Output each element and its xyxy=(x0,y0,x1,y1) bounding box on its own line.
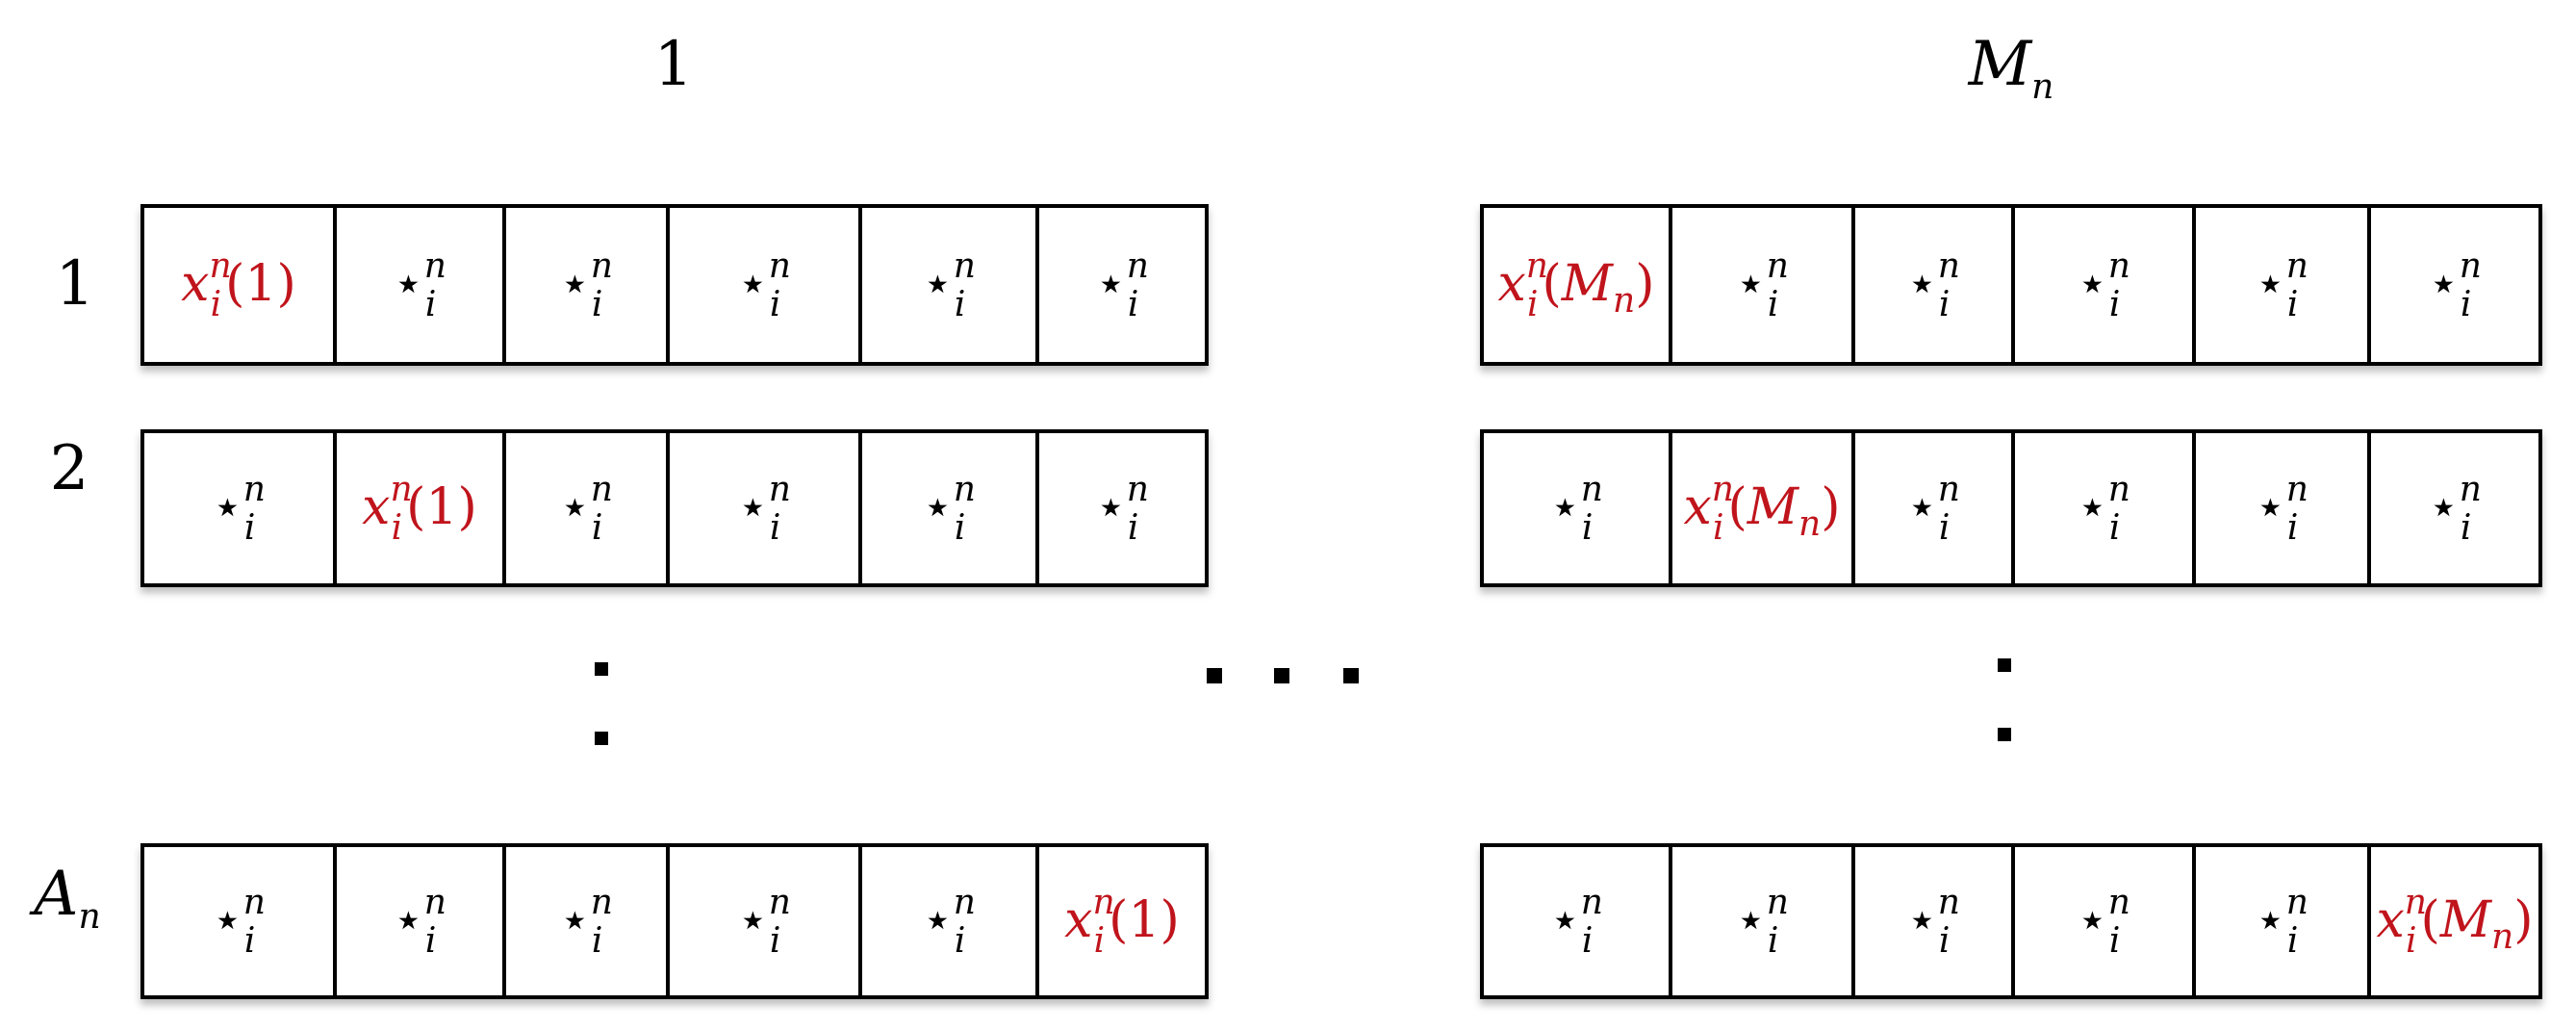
row-label-1: 1 xyxy=(56,248,95,320)
row-label-2: 2 xyxy=(50,433,89,504)
column-header-left: 1 xyxy=(654,29,694,100)
column-header-right: Mn xyxy=(1968,29,2054,107)
horizontal-ellipsis xyxy=(1207,668,1359,683)
grid-box xyxy=(140,843,1209,999)
vertical-ellipsis-left xyxy=(595,662,608,745)
grid-box xyxy=(140,429,1209,587)
row-label-an: An xyxy=(29,859,100,937)
vertical-ellipsis-right xyxy=(1998,658,2011,741)
grid-box xyxy=(140,204,1209,366)
